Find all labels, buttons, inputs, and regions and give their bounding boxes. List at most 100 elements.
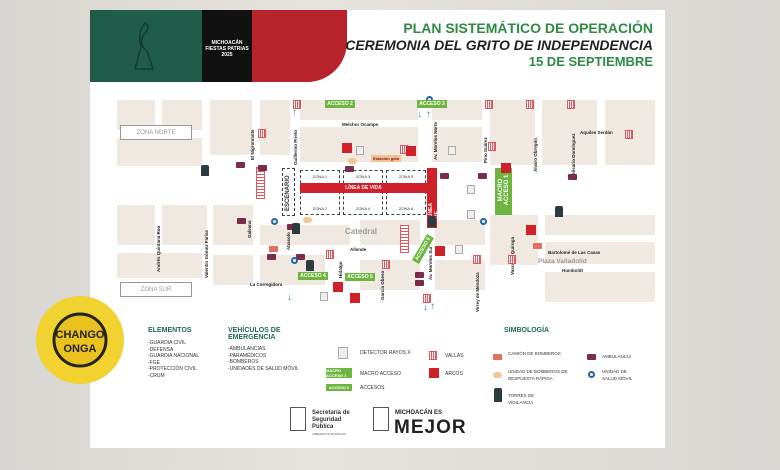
detector-icon — [448, 146, 456, 155]
zone-label: ZONA 3 — [355, 174, 371, 179]
michoacan-es-text: MICHOACÁN ES — [395, 410, 443, 416]
arco-icon — [435, 246, 445, 256]
arco-legend-icon — [429, 368, 439, 378]
city-block — [213, 205, 253, 245]
watchtower-icon — [201, 165, 209, 176]
valla-long-icon — [400, 225, 409, 253]
street-aquiles-serdan: Aquiles Serdán — [580, 130, 613, 135]
elementos-item: -FGE — [148, 359, 160, 366]
macro-acceso-label: MACRO ACCESO 1 — [498, 174, 510, 206]
arco-icon — [501, 163, 511, 173]
ambulance-icon — [568, 174, 577, 180]
header-black-panel — [202, 10, 252, 82]
escenario: ESCENARIO — [282, 168, 295, 216]
valla-icon — [258, 129, 266, 138]
acceso-2-badge[interactable]: ACCESO 2 — [325, 100, 355, 108]
acceso-3-badge[interactable]: ACCESO 3 — [417, 100, 447, 108]
legend-arcos-label: ARCOS — [445, 371, 463, 377]
exit-arrow-icon: ↓ — [287, 292, 292, 303]
valla-icon — [326, 250, 334, 259]
elementos-item: -DEFENSA — [148, 346, 174, 353]
detector-legend-icon — [338, 347, 348, 359]
city-block — [435, 220, 485, 245]
legend-ambulancia-label: AMBULANCIA — [602, 354, 632, 359]
header-green-panel — [90, 10, 202, 82]
poster: MICHOACÁN FIESTAS PATRIAS 2025 PLAN SIST… — [90, 10, 665, 448]
escenario-label: ESCENARIO — [285, 175, 291, 211]
city-block — [117, 205, 155, 245]
arco-icon — [342, 143, 352, 153]
street-virrey-mendoza: Virrey de Mendoza — [475, 272, 480, 312]
city-block — [210, 100, 252, 155]
zona-norte-label: ZONA NORTE — [120, 125, 192, 140]
simbologia-title: SIMBOLOGÍA — [504, 327, 550, 334]
legend-torres-label: TORRES DE VIGILANCIA — [508, 393, 535, 405]
street-galeana: Galeana — [247, 220, 252, 238]
ambulance-icon — [258, 165, 267, 171]
legend-detector-label: DETECTOR RAYOS X — [360, 350, 411, 356]
street-gomez-farias: Valentín Gómez Farías — [204, 229, 209, 278]
title-line2: CEREMONIA DEL GRITO DE INDEPENDENCIA — [345, 37, 653, 53]
zone-label: ZONA 1 — [312, 174, 328, 179]
legend-accesos-badge: ACCESO 6 — [326, 384, 352, 391]
valla-icon — [526, 100, 534, 109]
ambulance-icon — [287, 224, 296, 230]
exit-arrow-icon: ↓ — [417, 109, 422, 120]
legend-salud-label: UNIDAD DE SALUD MÓVIL — [602, 369, 633, 381]
health-legend-icon — [588, 371, 595, 378]
valla-icon — [423, 294, 431, 303]
street-garcia-obeso: García Obeso — [380, 270, 385, 300]
city-block — [545, 215, 655, 235]
street-bartolome: Bartolomé de Las Casas — [548, 250, 601, 255]
street-guillermo-prieto: Guillermo Prieto — [293, 129, 298, 165]
city-block — [117, 138, 202, 166]
vehiculos-item: -UNIDADES DE SALUD MÓVIL — [228, 365, 299, 372]
arco-icon — [350, 293, 360, 303]
city-block — [432, 127, 482, 162]
zone-label: ZONA 2 — [312, 206, 328, 211]
title-line1: PLAN SISTEMÁTICO DE OPERACIÓN — [403, 20, 653, 36]
ambulance-icon — [415, 272, 424, 278]
street-melchor-ocampo: Melchor Ocampo — [342, 122, 379, 127]
valla-icon — [473, 255, 481, 264]
street-belisario: Belisario Domínguez — [571, 133, 576, 178]
watchtower-icon — [555, 206, 563, 217]
acceso-4-badge[interactable]: ACCESO 4 — [298, 272, 328, 280]
header-red-panel — [252, 10, 347, 82]
valla-icon — [382, 260, 390, 269]
elementos-item: -GUARDIA NACIONAL — [148, 353, 200, 359]
ambulance-icon — [478, 173, 487, 179]
ambulance-icon — [345, 166, 354, 172]
entry-arrow-icon: ↑ — [426, 109, 431, 120]
arco-icon — [333, 282, 343, 292]
linea-de-vida-horizontal: LÍNEA DE VIDA — [300, 183, 427, 193]
legend-camion-label: CAMIÓN DE BOMBEROS — [508, 351, 561, 356]
linea-de-vida-vertical: LÍNEA DE VIDA — [427, 168, 446, 228]
catedral-label: Catedral — [345, 227, 378, 236]
city-block — [360, 220, 420, 245]
entry-arrow-icon: ↑ — [430, 301, 435, 312]
macro-acceso-1[interactable]: MACRO ACCESO 1 — [495, 168, 512, 215]
city-block — [260, 100, 290, 155]
valla-legend-icon — [429, 351, 437, 360]
city-block — [545, 242, 655, 264]
city-block — [300, 100, 418, 120]
rapid-fire-unit-icon — [348, 158, 357, 164]
health-unit-icon — [291, 257, 298, 264]
zona-sur-label: ZONA SUR — [120, 282, 192, 297]
health-unit-icon — [480, 218, 487, 225]
acceso-5-badge[interactable]: ACCESO 5 — [345, 273, 375, 281]
elementos-item: -CRUM — [148, 372, 165, 379]
legend-unidad-label: UNIDAD DE BOMBEROS DE RESPUESTA RÁPIDA — [508, 369, 568, 381]
watchtower-icon — [306, 260, 314, 271]
street-allende: Allende — [350, 247, 367, 252]
fiestas-patrias-logo: MICHOACÁN FIESTAS PATRIAS 2025 — [205, 40, 249, 58]
ambulance-icon — [236, 162, 245, 168]
street-humboldt: Humboldt — [562, 268, 583, 273]
street-quintana-roo: Andrés Quintana Roo — [156, 225, 161, 272]
street-nigromante: El Nigromante — [250, 129, 255, 160]
arco-icon — [406, 146, 416, 156]
ambulance-icon — [440, 173, 449, 179]
street-abasolo: Abasolo — [286, 232, 291, 250]
